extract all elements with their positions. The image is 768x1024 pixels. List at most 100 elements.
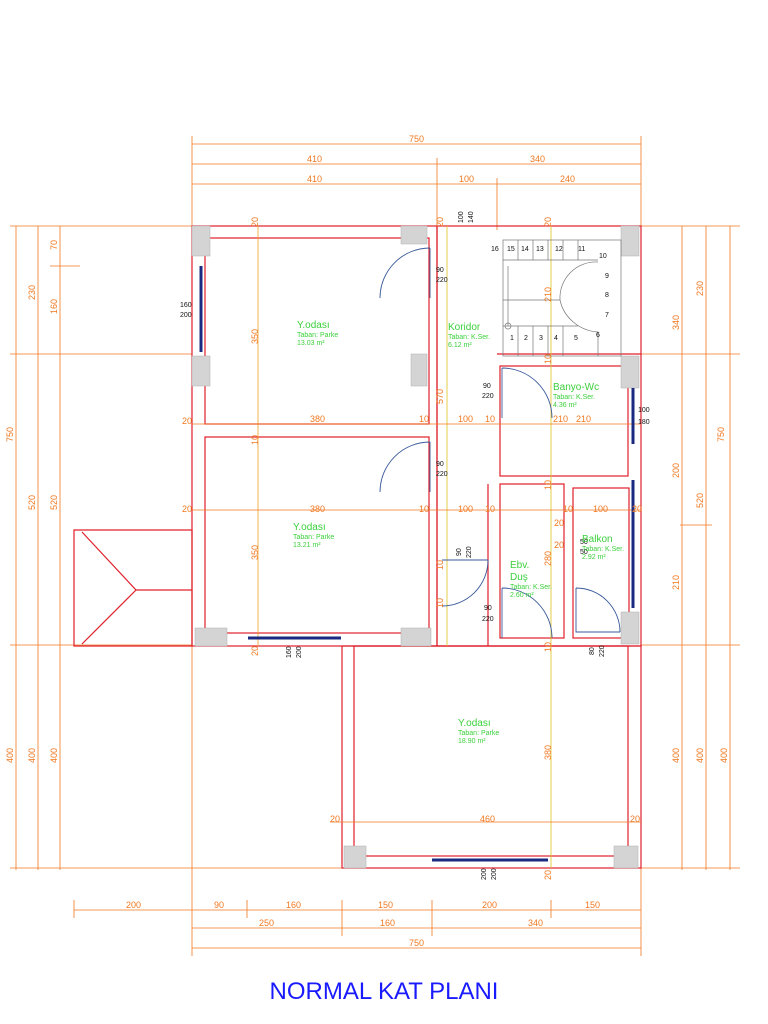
- dim-inner: 20: [250, 646, 260, 656]
- dim-inner: 10: [563, 504, 573, 514]
- dim-right-520: 520: [695, 493, 705, 508]
- room-area: 2.60 m²: [510, 592, 534, 599]
- room-name: Banyo-Wc: [553, 382, 599, 393]
- window-label-h: 140: [468, 211, 475, 223]
- dim-right-200: 200: [671, 463, 681, 478]
- dim-left-520b: 520: [49, 495, 59, 510]
- stair-step-15: 15: [507, 246, 515, 253]
- stair-step-8: 8: [605, 292, 609, 299]
- door-label-w: 80: [589, 647, 596, 655]
- dim-inner: 20: [182, 416, 192, 426]
- door-label-h: 220: [599, 645, 606, 657]
- dim-left-230: 230: [27, 285, 37, 300]
- dim-inner: 100: [458, 504, 473, 514]
- dim-inner: 10: [419, 504, 429, 514]
- window-label-w: 160: [286, 646, 293, 658]
- room-area: 2.92 m²: [582, 554, 606, 561]
- dim-inner: 280: [543, 551, 553, 566]
- dim-top-240: 240: [560, 174, 575, 184]
- stair-step-3: 3: [539, 335, 543, 342]
- dim-inner: 10: [435, 598, 445, 608]
- dim-right-750: 750: [716, 427, 726, 442]
- room-name: Y.odası: [293, 522, 326, 533]
- dim-bottom-90: 90: [214, 900, 224, 910]
- dim-inner: 460: [480, 814, 495, 824]
- door-label-h: 220: [436, 471, 448, 478]
- room-name: Y.odası: [297, 320, 330, 331]
- dim-inner: 20: [554, 518, 564, 528]
- dim-top-410b: 410: [307, 174, 322, 184]
- dim-inner: 10: [543, 354, 553, 364]
- dim-bottom-160b: 160: [380, 918, 395, 928]
- dim-left-70: 70: [49, 240, 59, 250]
- inner-dimensions: 20 20 20 20 350 380 10 100 10 210 570 35…: [182, 217, 642, 880]
- dim-left-400c: 400: [49, 748, 59, 763]
- dim-bottom-200a: 200: [126, 900, 141, 910]
- stair-step-10: 10: [599, 253, 607, 260]
- dim-inner: 10: [250, 435, 260, 445]
- left-dimensions: 70 230 160 750 520 520 400 400 400: [5, 225, 350, 870]
- dim-right-400b: 400: [695, 748, 705, 763]
- room-floor: Taban: Parke: [458, 730, 499, 737]
- room-area: 13.21 m²: [293, 542, 321, 549]
- room-name: Balkon: [582, 534, 613, 545]
- stair-step-11: 11: [578, 246, 585, 253]
- stair-step-1: 1: [510, 335, 514, 342]
- dim-inner: 20: [630, 814, 640, 824]
- dim-inner: 20: [330, 814, 340, 824]
- dim-left-750: 750: [5, 427, 15, 442]
- bottom-dimensions: 200 90 160 150 200 150 250 160 340 750: [73, 646, 642, 956]
- dim-inner: 210: [576, 414, 591, 424]
- dim-left-400b: 400: [27, 748, 37, 763]
- axis-lines: [192, 226, 641, 868]
- dim-inner: 100: [458, 414, 473, 424]
- dim-inner: 10: [485, 504, 495, 514]
- dim-bottom-200b: 200: [482, 900, 497, 910]
- dim-inner: 350: [250, 545, 260, 560]
- dim-bottom-150a: 150: [378, 900, 393, 910]
- room-floor: Taban: K.Ser.: [553, 394, 595, 401]
- door-label-h: 220: [482, 393, 494, 400]
- page-title: NORMAL KAT PLANI: [269, 978, 499, 1005]
- room-floor: Taban: Parke: [293, 534, 334, 541]
- dim-bottom-150b: 150: [585, 900, 600, 910]
- dim-inner: 210: [543, 287, 553, 302]
- dim-inner: 10: [419, 414, 429, 424]
- window-label-w: 100: [638, 407, 650, 414]
- door-label-h: 220: [466, 546, 473, 558]
- dim-inner: 380: [310, 504, 325, 514]
- dim-inner: 10: [485, 414, 495, 424]
- door-label-w: 90: [436, 267, 444, 274]
- opening-label: 50: [580, 539, 588, 546]
- stair-step-2: 2: [524, 335, 528, 342]
- dim-inner: 20: [543, 870, 553, 880]
- stair-step-5: 5: [574, 335, 578, 342]
- door-label-w: 90: [436, 461, 444, 468]
- room-name: Koridor: [448, 322, 481, 333]
- dim-inner: 380: [543, 745, 553, 760]
- dim-right-230: 230: [695, 281, 705, 296]
- dim-bottom-250: 250: [259, 918, 274, 928]
- dim-inner: 10: [543, 480, 553, 490]
- windows: [199, 266, 635, 862]
- stair-step-14: 14: [521, 246, 529, 253]
- room-area: 13.03 m²: [297, 340, 325, 347]
- opening-label: 50: [580, 549, 588, 556]
- dim-inner: 10: [543, 642, 553, 652]
- window-label-h: 200: [296, 646, 303, 658]
- window-label-h: 200: [491, 868, 498, 880]
- window-label-w: 160: [180, 302, 192, 309]
- window-label-w: 100: [458, 211, 465, 223]
- dim-inner: 350: [250, 329, 260, 344]
- dim-inner: 210: [553, 414, 568, 424]
- dim-top-100: 100: [459, 174, 474, 184]
- dim-right-400a: 400: [671, 748, 681, 763]
- stair-step-16: 16: [491, 246, 499, 253]
- room-area: 18.90 m²: [458, 738, 486, 745]
- room-floor: Taban: K.Ser.: [448, 334, 490, 341]
- room-labels: Y.odası Taban: Parke 13.03 m² Koridor Ta…: [293, 320, 624, 745]
- opening-labels: 90 220 90 220 90 220 90 220 90 220 160 2…: [180, 211, 650, 880]
- room-area: 6.12 m²: [448, 342, 472, 349]
- dim-inner: 20: [632, 504, 642, 514]
